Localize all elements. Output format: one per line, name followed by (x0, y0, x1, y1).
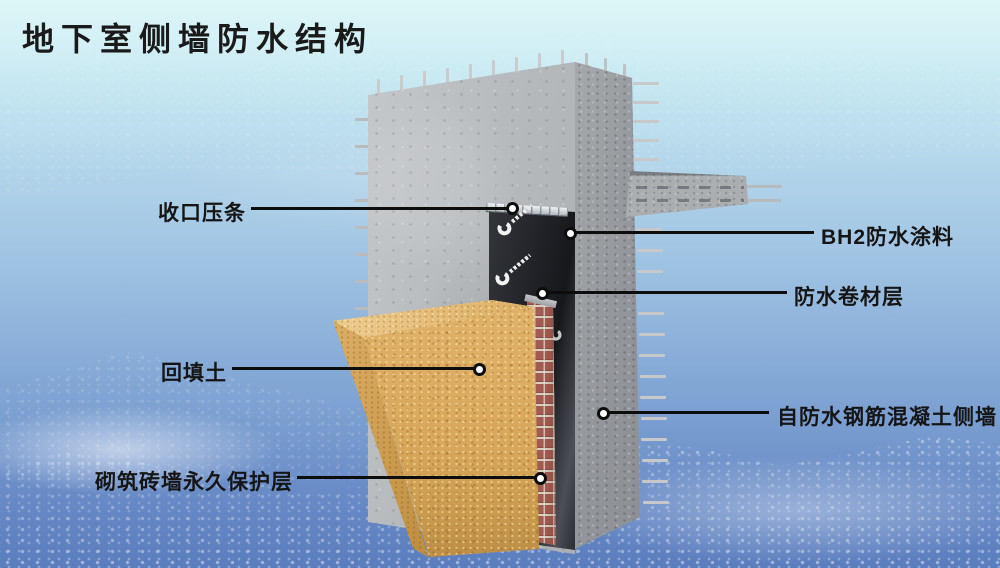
rebar-bar (639, 354, 665, 357)
callout-marker-bh2-coating (564, 227, 577, 240)
rebar-bar (355, 307, 369, 310)
rebar-bar (538, 53, 541, 70)
leader-line-backfill-soil (232, 367, 475, 370)
rebar-bar (639, 333, 665, 336)
rebar-bar (423, 71, 426, 88)
leader-line-termination-bar (251, 207, 508, 210)
rebar-bar (744, 185, 782, 188)
label-bh2-coating: BH2防水涂料 (821, 226, 955, 249)
rebar-bar (492, 60, 495, 77)
concrete-wall-section-face (575, 62, 640, 549)
callout-marker-brick-protection (534, 472, 547, 485)
rebar-bar (642, 459, 668, 462)
leader-line-concrete-wall (608, 411, 769, 414)
rebar-bar (515, 56, 518, 73)
rebar-bar (633, 101, 659, 104)
rebar-bar (355, 172, 369, 175)
rebar-bar (637, 249, 663, 252)
label-concrete-wall: 自防水钢筋混凝土侧墙 (777, 406, 997, 429)
rebar-bar (643, 501, 669, 504)
slab-rebar-row (636, 199, 744, 202)
rebar-bar (355, 118, 369, 121)
rebar-bar (623, 63, 626, 79)
rebar-bar (355, 226, 369, 229)
slab-rebar-row (636, 186, 744, 189)
rebar-bar (604, 58, 607, 74)
rebar-bar (633, 158, 659, 161)
rebar-bar (745, 199, 781, 202)
leader-line-membrane (547, 291, 787, 294)
label-membrane: 防水卷材层 (794, 286, 904, 309)
callout-marker-concrete-wall (597, 407, 610, 420)
rebar-bar (355, 199, 369, 202)
rebar-bar (637, 270, 663, 273)
callout-marker-backfill-soil (473, 363, 486, 376)
label-brick-protection: 砌筑砖墙永久保护层 (95, 471, 293, 494)
rebar-bar (640, 396, 666, 399)
rebar-bar (400, 74, 403, 91)
leader-line-brick-protection (297, 476, 537, 479)
page-title: 地下室侧墙防水结构 (22, 21, 374, 57)
rebar-bar (640, 375, 666, 378)
background-glow (0, 405, 280, 495)
label-termination-bar: 收口压条 (158, 202, 246, 225)
rebar-bar (633, 120, 659, 123)
rebar-bar (633, 139, 659, 142)
rebar-bar (355, 253, 369, 256)
rebar-bar (446, 67, 449, 84)
rebar-bar (633, 82, 659, 85)
rebar-bar (469, 64, 472, 81)
rebar-bar (377, 78, 380, 95)
rebar-bar (355, 280, 369, 283)
label-backfill-soil: 回填土 (161, 362, 227, 385)
callout-marker-termination-bar (506, 202, 519, 215)
rebar-bar (642, 480, 668, 483)
rebar-bar (355, 145, 369, 148)
rebar-bar (636, 228, 662, 231)
rebar-bar (641, 417, 667, 420)
callout-marker-membrane (536, 287, 549, 300)
rebar-bar (641, 438, 667, 441)
rebar-bar (638, 312, 664, 315)
leader-line-bh2-coating (575, 231, 814, 234)
rebar-bar (561, 49, 564, 66)
rebar-bar (585, 52, 588, 68)
